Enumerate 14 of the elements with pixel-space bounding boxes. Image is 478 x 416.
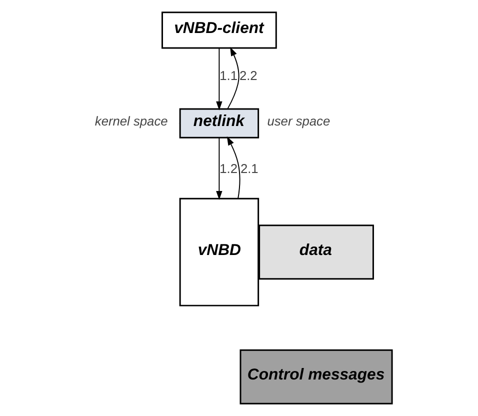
arrow (226, 136, 240, 199)
edge-label: 1.1 (219, 68, 238, 84)
edge-label: 2.1 (240, 161, 258, 176)
label: kernel space (94, 114, 168, 129)
node-box: Control messages (239, 349, 392, 404)
arrow (226, 47, 239, 110)
node-box: vNBD-client (161, 12, 276, 49)
node-box: data (258, 224, 374, 280)
edge-label: 1.2 (219, 161, 238, 176)
node-box: vNBD (178, 198, 259, 306)
arrow (216, 137, 222, 200)
arrow (216, 48, 222, 110)
label: user space (266, 114, 330, 129)
edge-label: 2.2 (238, 68, 257, 84)
